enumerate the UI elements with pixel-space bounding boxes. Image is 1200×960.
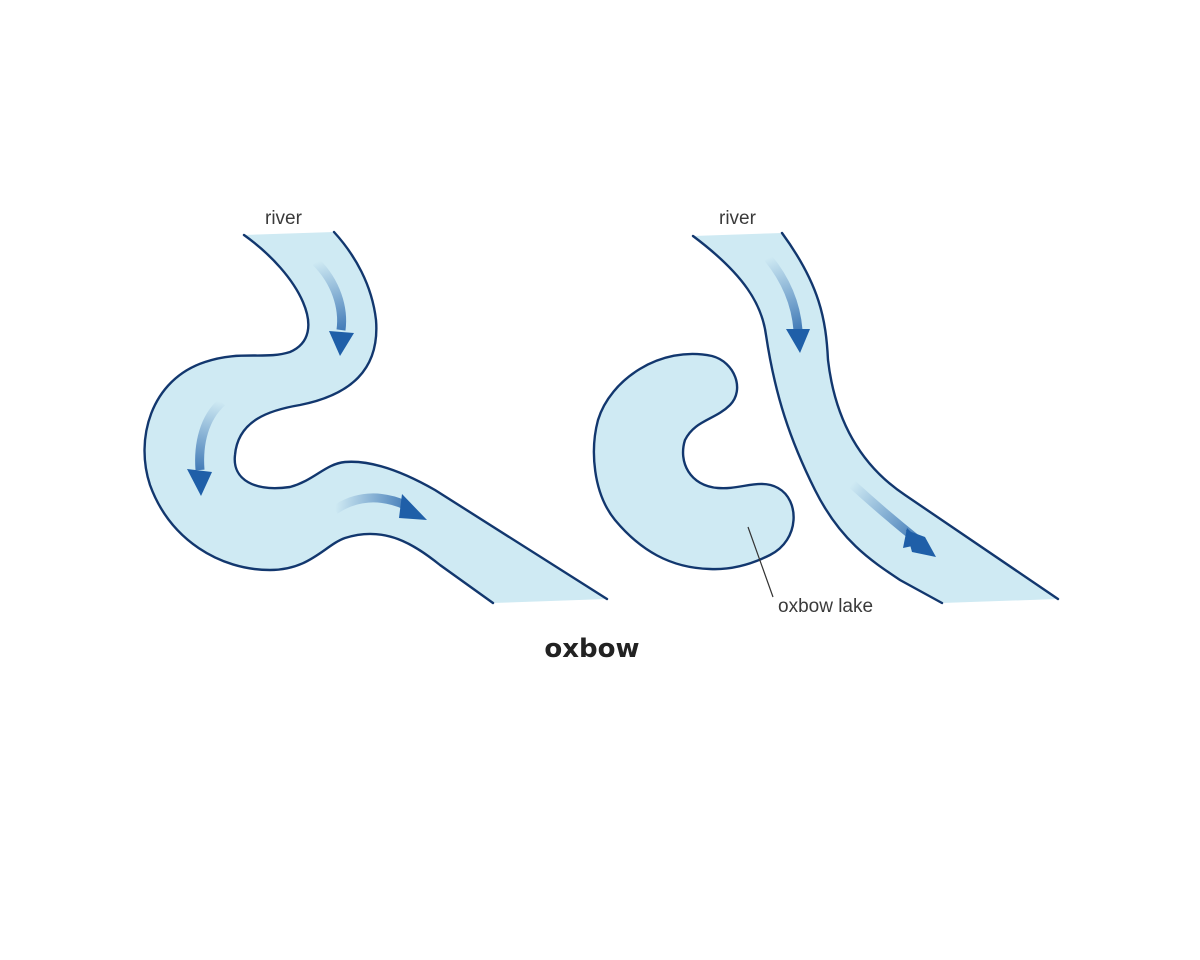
flow-arrow-icon: [187, 398, 226, 496]
flow-arrow-icon: [312, 258, 354, 356]
meander-water: [144, 232, 607, 603]
meander-outer-bank: [143, 233, 495, 605]
straight-river-left-bank: [691, 234, 944, 605]
diagram-title: oxbow: [544, 634, 639, 664]
river-label-right: river: [719, 208, 757, 229]
cutoff-river: river: [691, 208, 1060, 605]
meander-inner-bank: [233, 230, 609, 601]
meandering-river: river: [143, 208, 609, 605]
oxbow-lake-shape: [592, 352, 795, 571]
oxbow-lake: oxbow lake: [592, 352, 873, 617]
oxbow-lake-label: oxbow lake: [778, 596, 873, 617]
flow-arrow-icon: [332, 493, 427, 520]
flow-arrow-icon: [764, 255, 810, 353]
straight-river-water: [693, 233, 1058, 603]
straight-river-right-bank: [780, 231, 1060, 601]
flow-arrow-icon: [848, 480, 936, 557]
river-label-left: river: [265, 208, 303, 229]
oxbow-lake-leader-line: [747, 526, 774, 598]
